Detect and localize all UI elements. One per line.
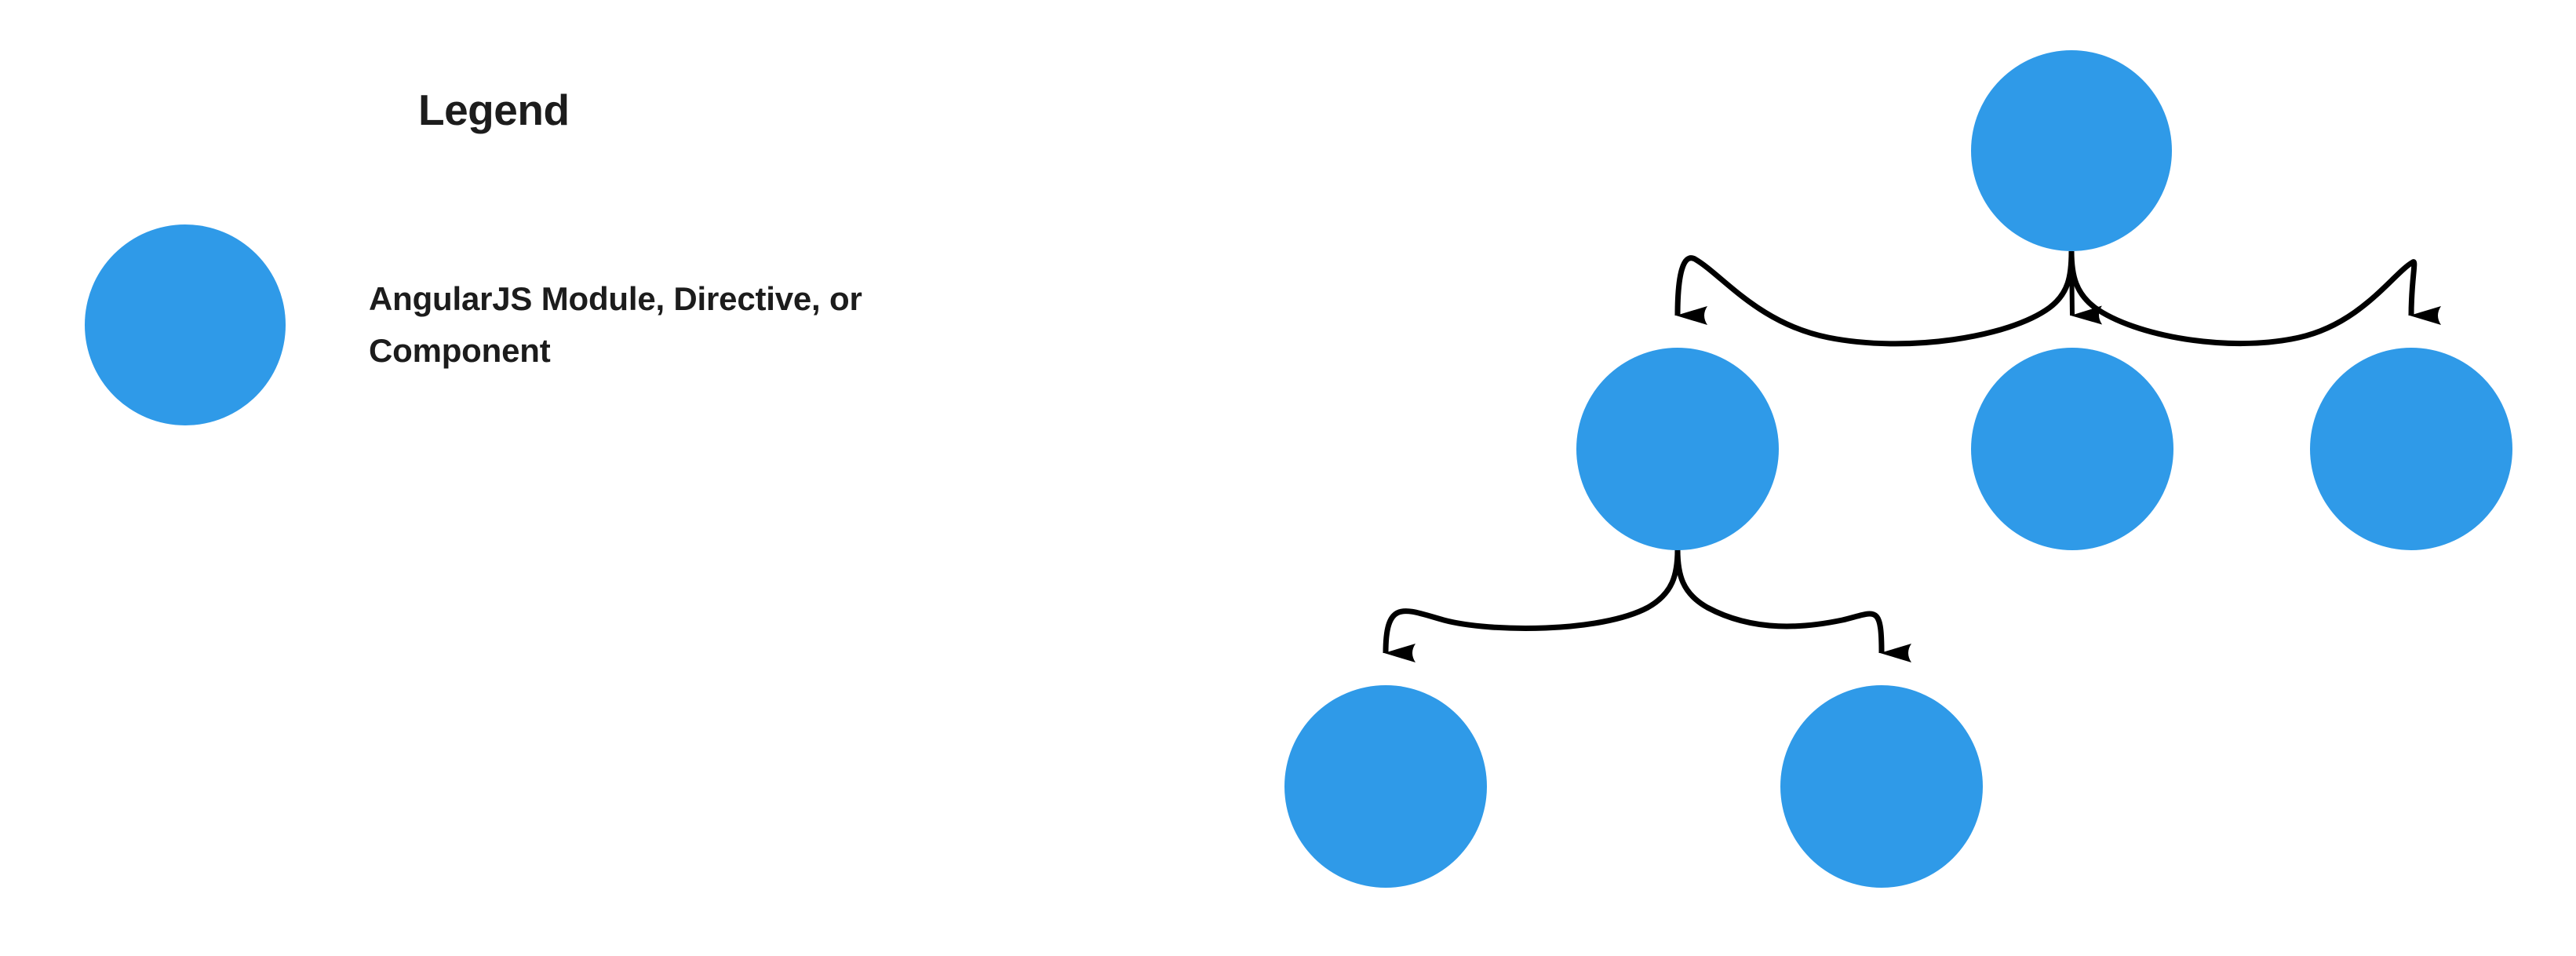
legend-label-line-1: AngularJS Module, Directive, or bbox=[369, 280, 862, 317]
graph-node-b1[interactable] bbox=[1284, 685, 1487, 888]
legend-swatch-circle bbox=[85, 224, 286, 425]
node-layer bbox=[1284, 50, 2512, 888]
edge-m1-to-b1 bbox=[1383, 549, 1681, 663]
edge-m1-to-b2 bbox=[1674, 549, 1912, 662]
graph-node-b2[interactable] bbox=[1780, 685, 1983, 888]
legend-label-line-2: Component bbox=[369, 332, 551, 369]
graph-node-m2[interactable] bbox=[1971, 348, 2173, 550]
graph-node-m3[interactable] bbox=[2310, 348, 2512, 550]
graph-node-root[interactable] bbox=[1971, 50, 2172, 251]
edge-root-to-m3 bbox=[2068, 250, 2442, 347]
edge-layer bbox=[1383, 250, 2442, 663]
edge-root-to-m1 bbox=[1674, 250, 2075, 347]
graph-node-m1[interactable] bbox=[1576, 348, 1779, 550]
legend-entry-label: AngularJS Module, Directive, or Componen… bbox=[369, 273, 887, 377]
legend-title: Legend bbox=[418, 86, 570, 134]
